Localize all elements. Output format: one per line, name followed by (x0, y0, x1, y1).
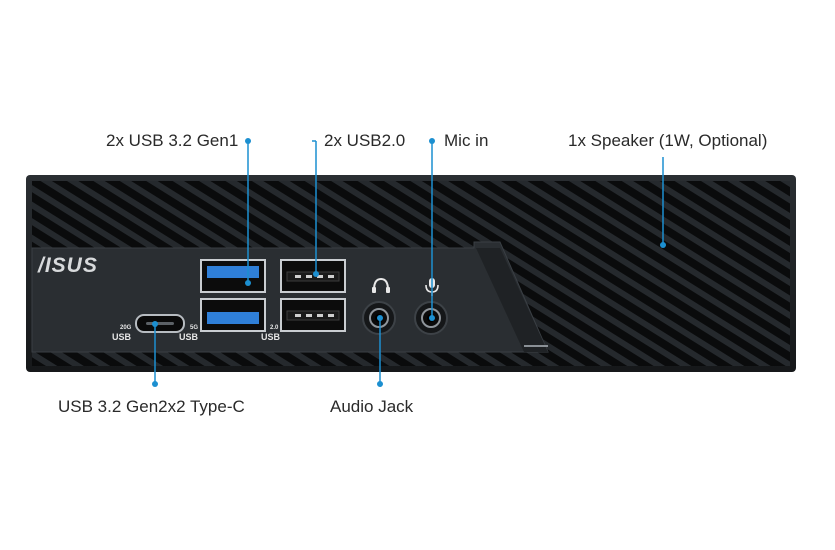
headphone-icon (372, 277, 390, 293)
label-typec: USB 3.2 Gen2x2 Type-C (58, 397, 245, 416)
callout-usb20 (312, 140, 319, 277)
panel-bevel (476, 248, 548, 352)
usb2-marking-bottom: USB (261, 332, 281, 342)
usb3-port-top (200, 259, 266, 293)
label-audio-jack: Audio Jack (330, 397, 414, 416)
typec-marking-bottom: USB (112, 332, 132, 342)
callout-mic-in (429, 138, 435, 321)
usb2-marking-top: 2.0 (270, 325, 279, 331)
label-speaker: 1x Speaker (1W, Optional) (568, 131, 768, 150)
io-panel (31, 241, 549, 353)
label-usb20: 2x USB2.0 (324, 131, 406, 150)
usb3-marking-top: 5G (190, 325, 198, 331)
usb3-marking-bottom: USB (179, 332, 199, 342)
usb3-port-bottom (200, 298, 266, 332)
typec-marking-top: 20G (120, 325, 132, 331)
callout-typec (152, 321, 158, 387)
usb2-port-top (280, 259, 346, 293)
label-usb32-gen1: 2x USB 3.2 Gen1 (106, 131, 239, 150)
label-mic-in: Mic in (444, 131, 489, 150)
usb2-port-bottom (280, 298, 346, 332)
callout-usb32-gen1 (245, 138, 251, 286)
callout-audio-jack (377, 315, 383, 387)
asus-logo: /ISUS (37, 254, 98, 277)
callout-speaker (660, 157, 666, 248)
